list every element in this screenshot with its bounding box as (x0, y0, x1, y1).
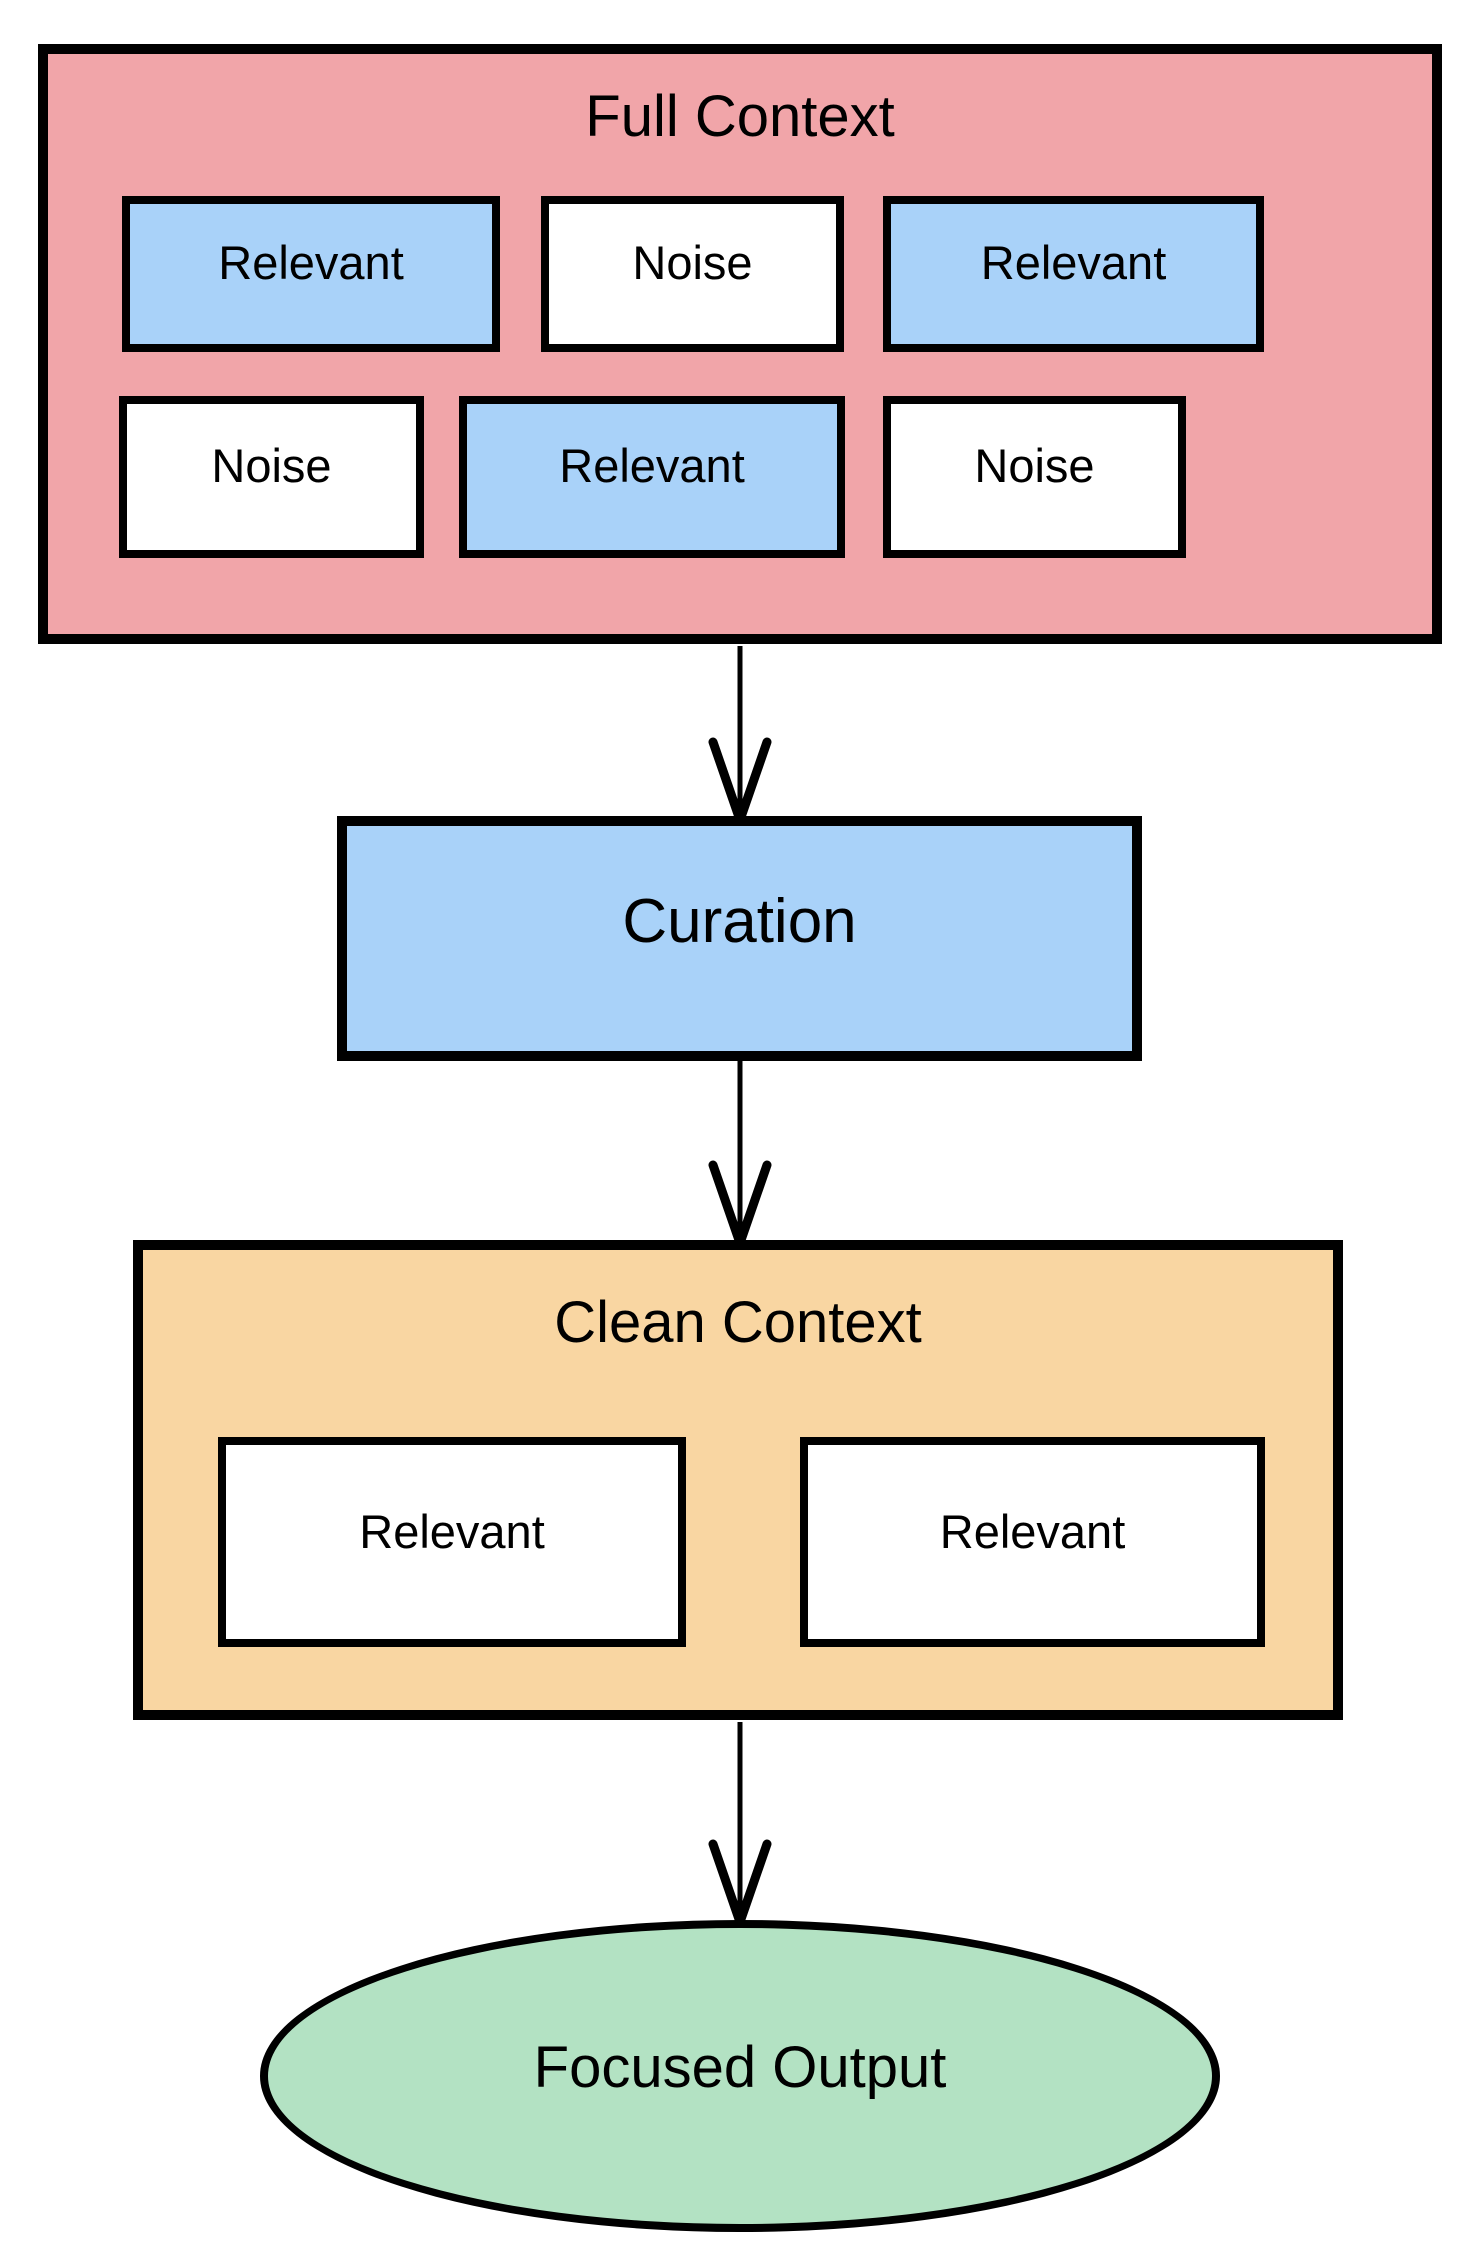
chip-noise-3: Noise (883, 396, 1186, 558)
clean-context-title: Clean Context (554, 1290, 922, 1355)
clean-chip-relevant-2: Relevant (800, 1437, 1265, 1647)
chip-noise-2: Noise (119, 396, 424, 558)
curation-node: Curation (337, 816, 1142, 1061)
chip-relevant-3: Relevant (459, 396, 845, 558)
focused-output-node: Focused Output (260, 1920, 1220, 2232)
full-context-title: Full Context (585, 84, 895, 149)
chip-relevant-1: Relevant (122, 196, 500, 352)
clean-chip-relevant-1: Relevant (218, 1437, 686, 1647)
arrow-curation-to-clean-context (708, 1061, 772, 1247)
arrow-clean-context-to-focused-output (708, 1722, 772, 1926)
chip-relevant-2: Relevant (883, 196, 1264, 352)
chip-noise-1: Noise (541, 196, 844, 352)
arrow-full-context-to-curation (708, 646, 772, 824)
focused-output-label: Focused Output (533, 2034, 947, 2100)
